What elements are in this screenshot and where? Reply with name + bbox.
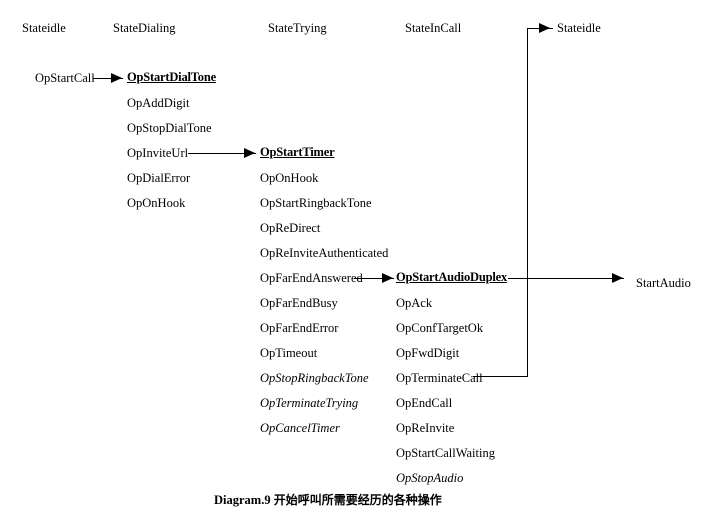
op-statetrying-opstarttimer: OpStartTimer [260, 145, 335, 159]
op-statetrying-opcanceltimer: OpCancelTimer [260, 421, 340, 435]
op-stateidle-opstartcall: OpStartCall [35, 71, 95, 85]
arrow-head-icon-opstartdialtone [111, 73, 122, 83]
transition-line-opterminatecall-vertical [527, 28, 528, 377]
op-statetrying-opterminatetrying: OpTerminateTrying [260, 396, 359, 410]
figure-caption: Diagram.9 开始呼叫所需要经历的各种操作 [214, 493, 442, 508]
arrow-head-icon-opstartaudioduplex [382, 273, 393, 283]
op-stateincall-opack: OpAck [396, 296, 433, 310]
transition-line-opstartcall-to-opstartdialtone [93, 78, 123, 79]
op-stateincall-opendcall: OpEndCall [396, 396, 453, 410]
arrow-head-icon-stateidle-return [539, 23, 550, 33]
op-statedialing-opstartdialtone: OpStartDialTone [127, 70, 216, 84]
arrow-head-icon-startaudio [612, 273, 623, 283]
op-stateincall-opstartcallwaiting: OpStartCallWaiting [396, 446, 495, 460]
op-statetrying-opfarenderror: OpFarEndError [260, 321, 339, 335]
op-statetrying-opstartringbacktone: OpStartRingbackTone [260, 196, 372, 210]
op-stateincall-opterminatecall: OpTerminateCall [396, 371, 483, 385]
op-statetrying-opfarendanswered: OpFarEndAnswered [260, 271, 363, 285]
target-state-startaudio: StartAudio [636, 276, 691, 290]
op-statetrying-opstopringbacktone: OpStopRingbackTone [260, 371, 369, 385]
arrow-head-icon-opstarttimer [244, 148, 255, 158]
op-stateincall-opreinvite: OpReInvite [396, 421, 455, 435]
op-stateincall-opstopaudio: OpStopAudio [396, 471, 464, 485]
op-statetrying-opreinviteauthenticated: OpReInviteAuthenticated [260, 246, 389, 260]
op-statetrying-oponhook: OpOnHook [260, 171, 319, 185]
op-statedialing-opdialerror: OpDialError [127, 171, 191, 185]
column-header-stateincall: StateInCall [405, 21, 462, 35]
column-header-statedialing: StateDialing [113, 21, 176, 35]
figure-caption-text: 开始呼叫所需要经历的各种操作 [273, 493, 442, 507]
op-statedialing-opadddigit: OpAddDigit [127, 96, 190, 110]
target-state-stateidle: Stateidle [557, 21, 601, 35]
transition-line-opterminatecall-horizontal [473, 376, 528, 377]
op-stateincall-opfwddigit: OpFwdDigit [396, 346, 460, 360]
op-statetrying-optimeout: OpTimeout [260, 346, 318, 360]
figure-caption-number: Diagram.9 [214, 493, 271, 507]
op-statetrying-opfarendbusy: OpFarEndBusy [260, 296, 338, 310]
op-statedialing-opstopdialtone: OpStopDialTone [127, 121, 212, 135]
op-stateincall-opconftargetok: OpConfTargetOk [396, 321, 484, 335]
transition-line-opfarendanswered-to-opstartaudioduplex [354, 278, 394, 279]
transition-line-opinviteurl-to-opstarttimer [188, 153, 256, 154]
op-statedialing-oponhook: OpOnHook [127, 196, 186, 210]
column-header-stateidle: Stateidle [22, 21, 66, 35]
column-header-statetrying: StateTrying [268, 21, 327, 35]
op-statedialing-opinviteurl: OpInviteUrl [127, 146, 189, 160]
op-stateincall-opstartaudioduplex: OpStartAudioDuplex [396, 270, 508, 284]
op-statetrying-opredirect: OpReDirect [260, 221, 321, 235]
transition-line-opstartaudioduplex-to-startaudio [508, 278, 624, 279]
